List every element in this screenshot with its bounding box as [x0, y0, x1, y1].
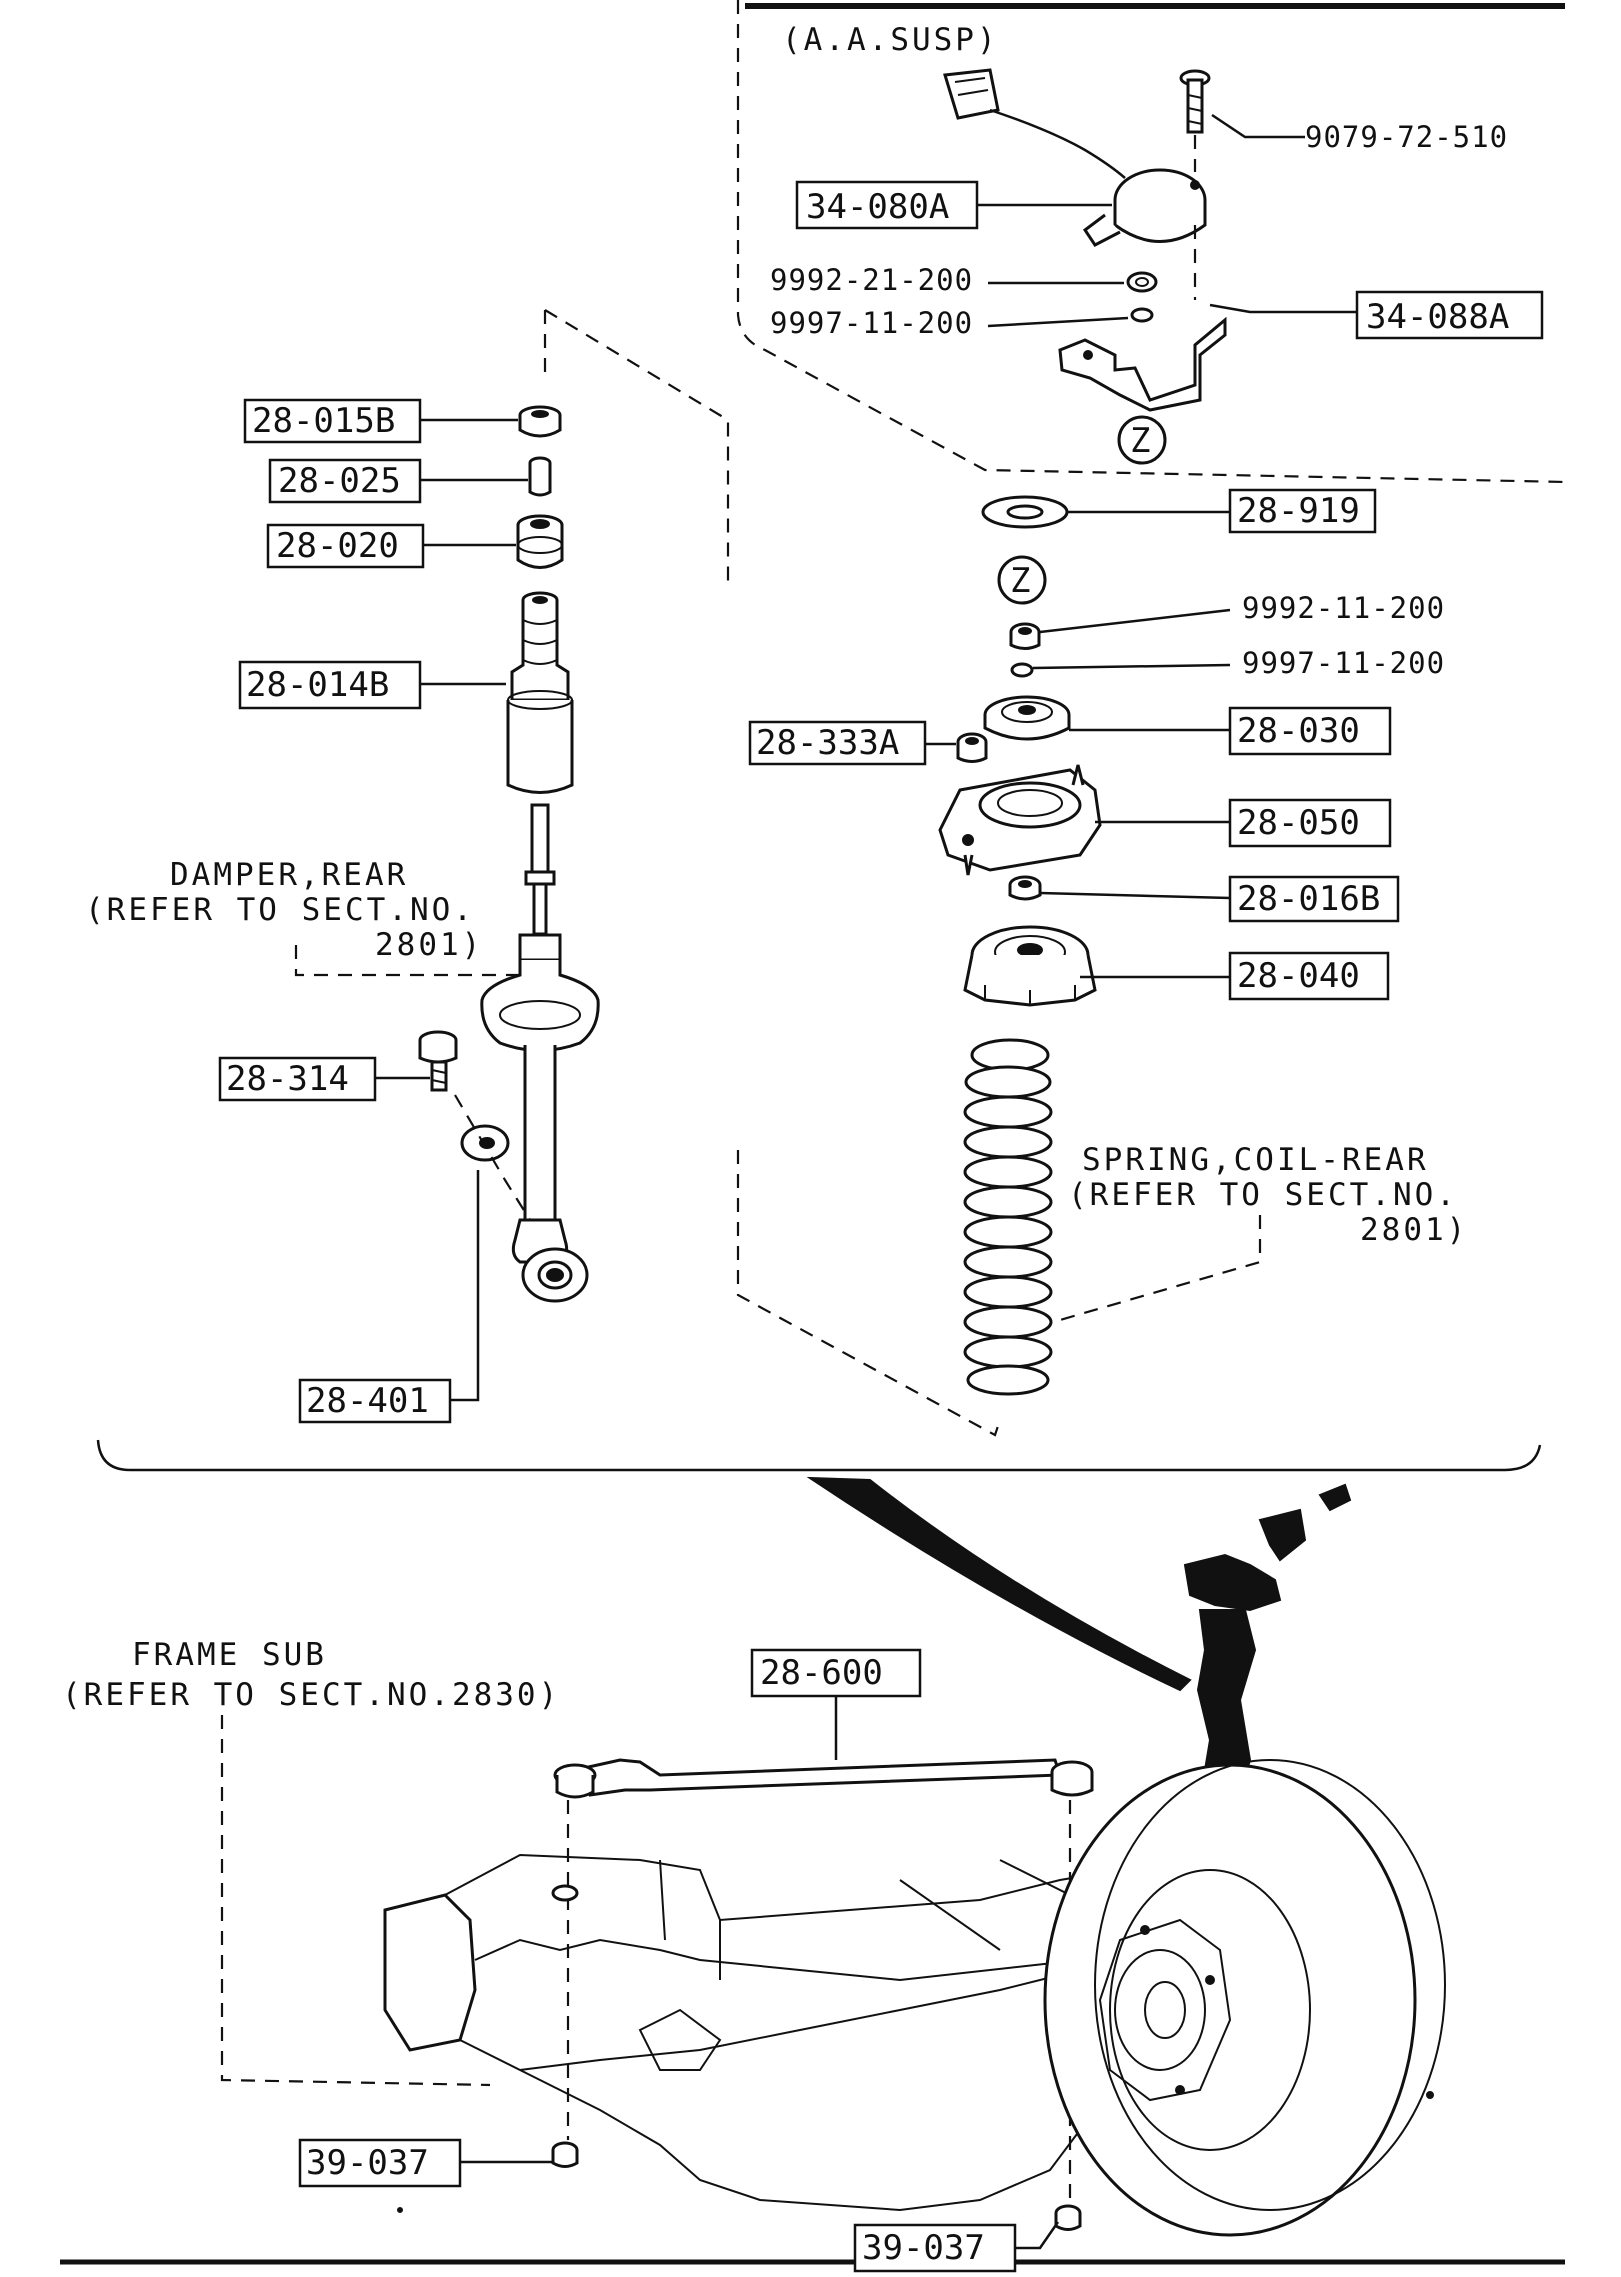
bolt-28-314-part — [418, 1030, 458, 1092]
lateral-rod-28-600-part — [553, 1758, 1094, 1799]
crossmember-part — [383, 1853, 1121, 2212]
plate-28-919-part — [981, 495, 1069, 529]
label-28-040: 28-040 — [1237, 956, 1360, 996]
callout-box-28-333A[interactable] — [748, 720, 927, 766]
note-spring-line2: (REFER TO SECT.NO. — [1068, 1177, 1458, 1213]
height-sensor-part — [943, 68, 1207, 247]
label-28-919: 28-919 — [1237, 491, 1360, 531]
callout-box-39-037-right[interactable] — [853, 2223, 1017, 2273]
callout-box-28-016B[interactable] — [1228, 875, 1400, 923]
bound-stopper-28-014B-part — [506, 591, 574, 794]
label-28-016B: 28-016B — [1237, 879, 1380, 919]
washer-28-401-part — [460, 1124, 510, 1162]
label-28-401: 28-401 — [306, 1381, 429, 1421]
callout-box-39-037-left[interactable] — [298, 2138, 462, 2188]
pointer-swoosh — [806, 1476, 1192, 1692]
nut-28-333A-part — [956, 732, 988, 763]
bushing-28-015B-part — [518, 405, 562, 438]
collar-28-025-part — [528, 456, 552, 497]
nut-39-037-right-part — [1054, 2204, 1082, 2231]
label-39-037-right: 39-037 — [862, 2228, 985, 2268]
note-frame-line1: FRAME SUB — [132, 1637, 327, 1673]
label-9997-11-200: 9997-11-200 — [1242, 646, 1445, 680]
mount-28-050-part — [938, 764, 1102, 876]
frame-lines — [60, 3, 1565, 2265]
label-28-600: 28-600 — [760, 1653, 883, 1693]
nut-washer-right — [1009, 622, 1041, 678]
spring-seat-28-040-part — [963, 925, 1097, 1007]
bushing-28-020-part — [516, 514, 564, 569]
label-28-333A: 28-333A — [756, 723, 899, 763]
nut-39-037-left-part — [551, 2141, 579, 2168]
label-34-088A: 34-088A — [1366, 297, 1509, 337]
note-frame-line2: (REFER TO SECT.NO.2830) — [62, 1677, 560, 1713]
note-spring-line3: 2801) — [1360, 1212, 1468, 1248]
nut-washer-inset — [1126, 271, 1158, 323]
spacer-28-016B-part — [1008, 875, 1042, 901]
dashed-boundaries — [543, 0, 1566, 1437]
callout-box-28-401[interactable] — [298, 1378, 452, 1424]
label-9997-11-200-inset: 9997-11-200 — [770, 306, 973, 340]
note-damper-line2: (REFER TO SECT.NO. — [85, 892, 475, 928]
bolt-9079-part — [1179, 69, 1211, 134]
bracket-34-088A-part — [1058, 316, 1227, 412]
label-39-037-left: 39-037 — [306, 2143, 429, 2183]
aa-susp-note: (A.A.SUSP) — [782, 22, 999, 58]
label-9992-21-200: 9992-21-200 — [770, 263, 973, 297]
bearing-28-030-part — [983, 695, 1071, 741]
damper-rear-part — [480, 803, 600, 1303]
coil-spring-part — [963, 1038, 1053, 1396]
note-damper-line3: 2801) — [375, 927, 483, 963]
wheel-hub-part — [1043, 1759, 1446, 2237]
label-9992-11-200: 9992-11-200 — [1242, 591, 1445, 625]
zone-marker-z-bottom — [997, 555, 1047, 605]
note-damper-line1: DAMPER,REAR — [170, 857, 408, 893]
callout-box-28-314[interactable] — [218, 1056, 377, 1102]
group-brace — [96, 1439, 1542, 1472]
label-28-030: 28-030 — [1237, 711, 1360, 751]
zone-marker-z-bottom-text: Z — [1010, 561, 1030, 601]
label-28-020: 28-020 — [276, 526, 399, 566]
callout-box-34-088A[interactable] — [1355, 290, 1544, 340]
zone-marker-z-top — [1117, 415, 1167, 465]
label-28-015B: 28-015B — [252, 401, 395, 441]
callout-box-34-080A[interactable] — [795, 180, 979, 230]
label-28-025: 28-025 — [278, 461, 401, 501]
zone-marker-z-top-text: Z — [1130, 421, 1150, 461]
note-spring-line1: SPRING,COIL-REAR — [1082, 1142, 1429, 1178]
label-9079-72-510: 9079-72-510 — [1305, 120, 1508, 154]
callout-box-28-020[interactable] — [266, 523, 425, 569]
label-28-014B: 28-014B — [246, 665, 389, 705]
label-28-050: 28-050 — [1237, 803, 1360, 843]
label-34-080A: 34-080A — [806, 187, 949, 227]
label-28-314: 28-314 — [226, 1059, 349, 1099]
